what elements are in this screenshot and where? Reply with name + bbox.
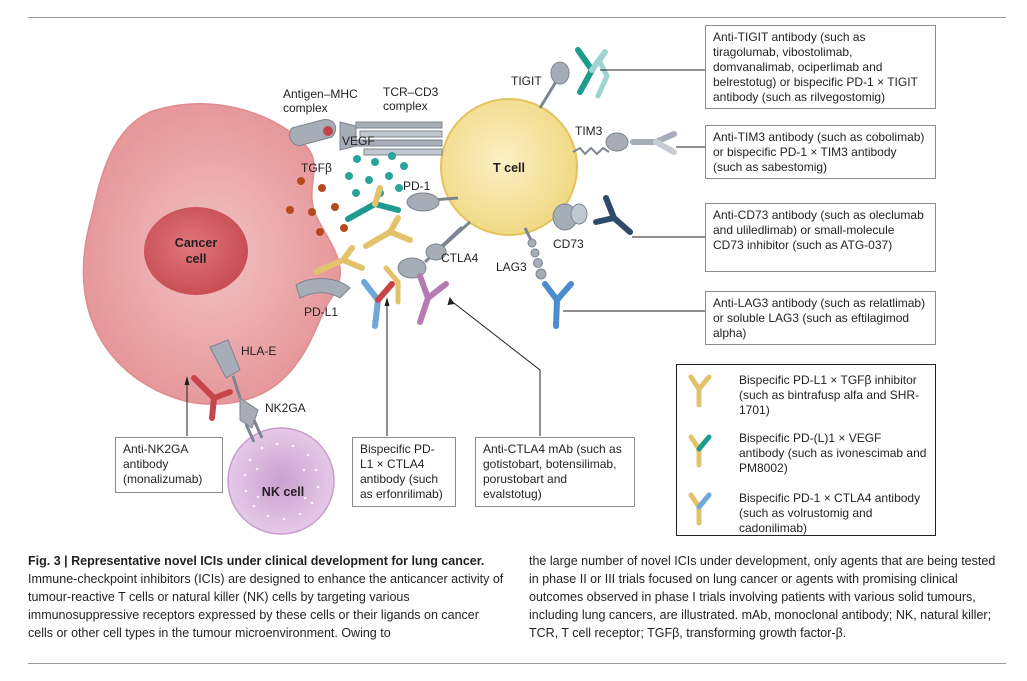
legend-icon-pd1-ctla4 (688, 492, 712, 526)
box-anti-ctla4: Anti-CTLA4 mAb (such as gotistobart, bot… (475, 437, 635, 507)
label-vegf: VEGF (342, 134, 375, 148)
caption-left-column: Fig. 3 | Representative novel ICIs under… (28, 552, 504, 642)
anti-nk2ga-antibody (191, 375, 233, 421)
top-rule (28, 17, 1006, 18)
ctla4-receptor (397, 220, 472, 279)
tgfb-molecules (286, 177, 348, 236)
legend-icon-pdl1-vegf (688, 434, 712, 468)
label-tgfb: TGFβ (301, 161, 332, 175)
legend-antibody-icons (688, 374, 712, 526)
cancer-cell-label-line1: Cancer (175, 236, 218, 250)
pd1-receptor (406, 192, 459, 212)
anti-lag3-antibody (542, 281, 574, 329)
pdl1-ligand (295, 278, 351, 299)
caption-right-text: the large number of novel ICIs under dev… (529, 554, 996, 640)
box-bispecific-pdl1-ctla4: Bispecific PD-L1 × CTLA4 antibody (such … (352, 437, 456, 507)
label-tigit: TIGIT (511, 74, 542, 88)
label-lag3: LAG3 (496, 260, 527, 274)
bottom-rule (28, 663, 1006, 664)
box-anti-lag3: Anti-LAG3 antibody (such as relatlimab) … (705, 291, 936, 345)
nk-cell (227, 427, 335, 535)
hla-e-ligand (209, 339, 242, 399)
lag3-receptor (523, 227, 547, 280)
caption-lead: Fig. 3 | Representative novel ICIs under… (28, 554, 485, 568)
box-anti-tim3: Anti-TIM3 antibody (such as cobolimab) o… (705, 125, 936, 179)
legend-box: Bispecific PD-L1 × TGFβ inhibitor (such … (676, 364, 936, 536)
legend-item-2: Bispecific PD-(L)1 × VEGF antibody (such… (739, 431, 927, 475)
label-ctla4: CTLA4 (441, 251, 479, 265)
nk-cell-label: NK cell (262, 485, 304, 499)
antigen-mhc-complex (289, 119, 337, 146)
anti-cd73-antibody (593, 195, 633, 235)
bispecific-antibodies-cluster (313, 185, 449, 329)
label-tcr-cd3-2: complex (383, 99, 428, 113)
anti-tigit-antibody (575, 47, 610, 99)
tcr-cd3-complex (339, 121, 443, 156)
label-antigen-mhc-1: Antigen–MHC (283, 87, 358, 101)
cd73-receptor (552, 203, 588, 231)
box-anti-tigit: Anti-TIGIT antibody (such as tiragolumab… (705, 25, 936, 109)
cancer-nucleus (144, 207, 248, 295)
legend-icon-pdl1-tgfb (688, 374, 712, 408)
nk2ga-receptor (239, 397, 264, 443)
t-cell-label: T cell (493, 161, 525, 175)
tigit-receptor (538, 61, 570, 109)
label-pdl1: PD-L1 (304, 305, 338, 319)
label-nk2ga: NK2GA (265, 401, 306, 415)
label-hla-e: HLA-E (241, 344, 276, 358)
label-tcr-cd3-1: TCR–CD3 (383, 85, 439, 99)
label-cd73: CD73 (553, 237, 584, 251)
connector-lines (184, 69, 705, 436)
cancer-cell-label-line2: cell (186, 252, 207, 266)
label-tim3: TIM3 (575, 124, 603, 138)
tim3-receptor (572, 132, 629, 156)
box-anti-nk2ga: Anti-NK2GA antibody (monalizumab) (115, 437, 223, 493)
legend-item-3: Bispecific PD-1 × CTLA4 antibody (such a… (739, 491, 921, 535)
label-antigen-mhc-2: complex (283, 101, 328, 115)
anti-tim3-antibody (630, 131, 677, 155)
nk-cell-dots (243, 442, 320, 521)
caption-left-text: Immune-checkpoint inhibitors (ICIs) are … (28, 572, 504, 640)
label-pd1: PD-1 (403, 179, 431, 193)
legend-item-1: Bispecific PD-L1 × TGFβ inhibitor (such … (739, 373, 920, 417)
box-anti-cd73: Anti-CD73 antibody (such as oleclumab an… (705, 203, 936, 272)
t-cell (440, 98, 578, 236)
